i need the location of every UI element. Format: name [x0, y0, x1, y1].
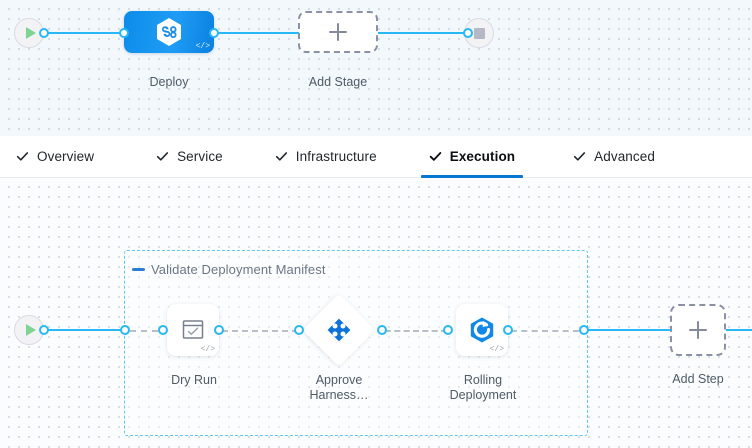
link-approve-to-rolling	[385, 329, 447, 332]
check-icon	[275, 152, 287, 161]
step-node-rolling-deployment[interactable]: </>	[456, 304, 508, 356]
group-input-port[interactable]	[120, 325, 130, 335]
link-add-stage-to-end	[378, 31, 468, 35]
rolling-input-port[interactable]	[443, 325, 453, 335]
tab-execution-label: Execution	[449, 149, 516, 164]
approve-input-port[interactable]	[294, 325, 304, 335]
stage-config-tabs: Overview Service Infrastructure Executio…	[0, 136, 752, 178]
link-deploy-to-add-stage	[215, 31, 299, 35]
step-label-rolling-deployment: Rolling Deployment	[449, 373, 517, 402]
play-icon	[25, 27, 36, 39]
execution-step-canvas[interactable]: Validate Deployment Manifest </> Dry Run	[0, 179, 752, 448]
stop-icon	[473, 27, 485, 39]
stage-label-deploy: Deploy	[149, 75, 189, 89]
add-step-button[interactable]	[670, 304, 726, 356]
dry-run-output-port[interactable]	[214, 325, 224, 335]
tab-advanced-label: Advanced	[594, 149, 655, 164]
link-dry-run-to-approve	[222, 329, 298, 332]
link-add-step-to-right	[726, 328, 752, 332]
plus-icon	[689, 321, 707, 339]
link-start-to-group	[45, 328, 123, 332]
add-stage-label: Add Stage	[308, 75, 368, 89]
tab-overview[interactable]: Overview	[16, 136, 94, 177]
add-stage-button[interactable]	[298, 11, 378, 53]
step-label-approve: Approve Harness…	[309, 373, 369, 402]
check-icon	[574, 152, 586, 161]
tab-infrastructure-label: Infrastructure	[295, 149, 377, 164]
stage-node-deploy[interactable]: </>	[124, 11, 214, 53]
link-rolling-to-group-output	[511, 329, 579, 332]
end-node[interactable]	[464, 18, 494, 48]
link-group-to-add-step	[588, 328, 671, 332]
approve-icon-wrap	[313, 304, 365, 356]
tab-execution[interactable]: Execution	[420, 136, 524, 178]
play-icon	[25, 324, 36, 336]
group-output-port[interactable]	[579, 325, 589, 335]
deploy-input-port[interactable]	[119, 28, 129, 38]
dry-run-code-badge[interactable]: </>	[200, 345, 215, 354]
stage-code-badge[interactable]: </>	[195, 42, 210, 51]
check-icon	[16, 152, 29, 161]
step-label-dry-run: Dry Run	[171, 373, 217, 387]
link-group-to-dry-run	[130, 329, 158, 332]
rolling-code-badge[interactable]: </>	[489, 345, 504, 354]
step-group-header[interactable]: Validate Deployment Manifest	[132, 262, 326, 277]
approve-output-port[interactable]	[377, 325, 387, 335]
end-node-port[interactable]	[463, 28, 473, 38]
tab-service[interactable]: Service	[156, 136, 223, 177]
add-step-label: Add Step	[672, 372, 724, 386]
tab-service-label: Service	[177, 149, 223, 164]
dry-run-input-port[interactable]	[158, 325, 168, 335]
verify-window-icon	[182, 320, 204, 339]
approval-clover-icon	[327, 318, 351, 342]
step-node-dry-run[interactable]: </>	[167, 304, 219, 356]
plus-icon	[329, 23, 347, 41]
link-start-to-deploy	[45, 31, 127, 35]
rolling-hexagon-icon	[470, 317, 494, 343]
harness-hexagon-icon	[157, 18, 181, 46]
tab-overview-label: Overview	[37, 149, 95, 164]
check-icon	[429, 152, 441, 161]
step-group-title: Validate Deployment Manifest	[151, 262, 326, 277]
start-node-port[interactable]	[39, 28, 49, 38]
execution-start-port[interactable]	[39, 325, 49, 335]
tab-advanced[interactable]: Advanced	[573, 136, 655, 177]
check-icon	[156, 152, 169, 161]
minus-icon[interactable]	[132, 268, 145, 271]
tab-infrastructure[interactable]: Infrastructure	[275, 136, 377, 177]
deploy-output-port[interactable]	[209, 28, 219, 38]
pipeline-stage-canvas[interactable]: </> Deploy Add Stage	[0, 0, 752, 136]
rolling-output-port[interactable]	[503, 325, 513, 335]
